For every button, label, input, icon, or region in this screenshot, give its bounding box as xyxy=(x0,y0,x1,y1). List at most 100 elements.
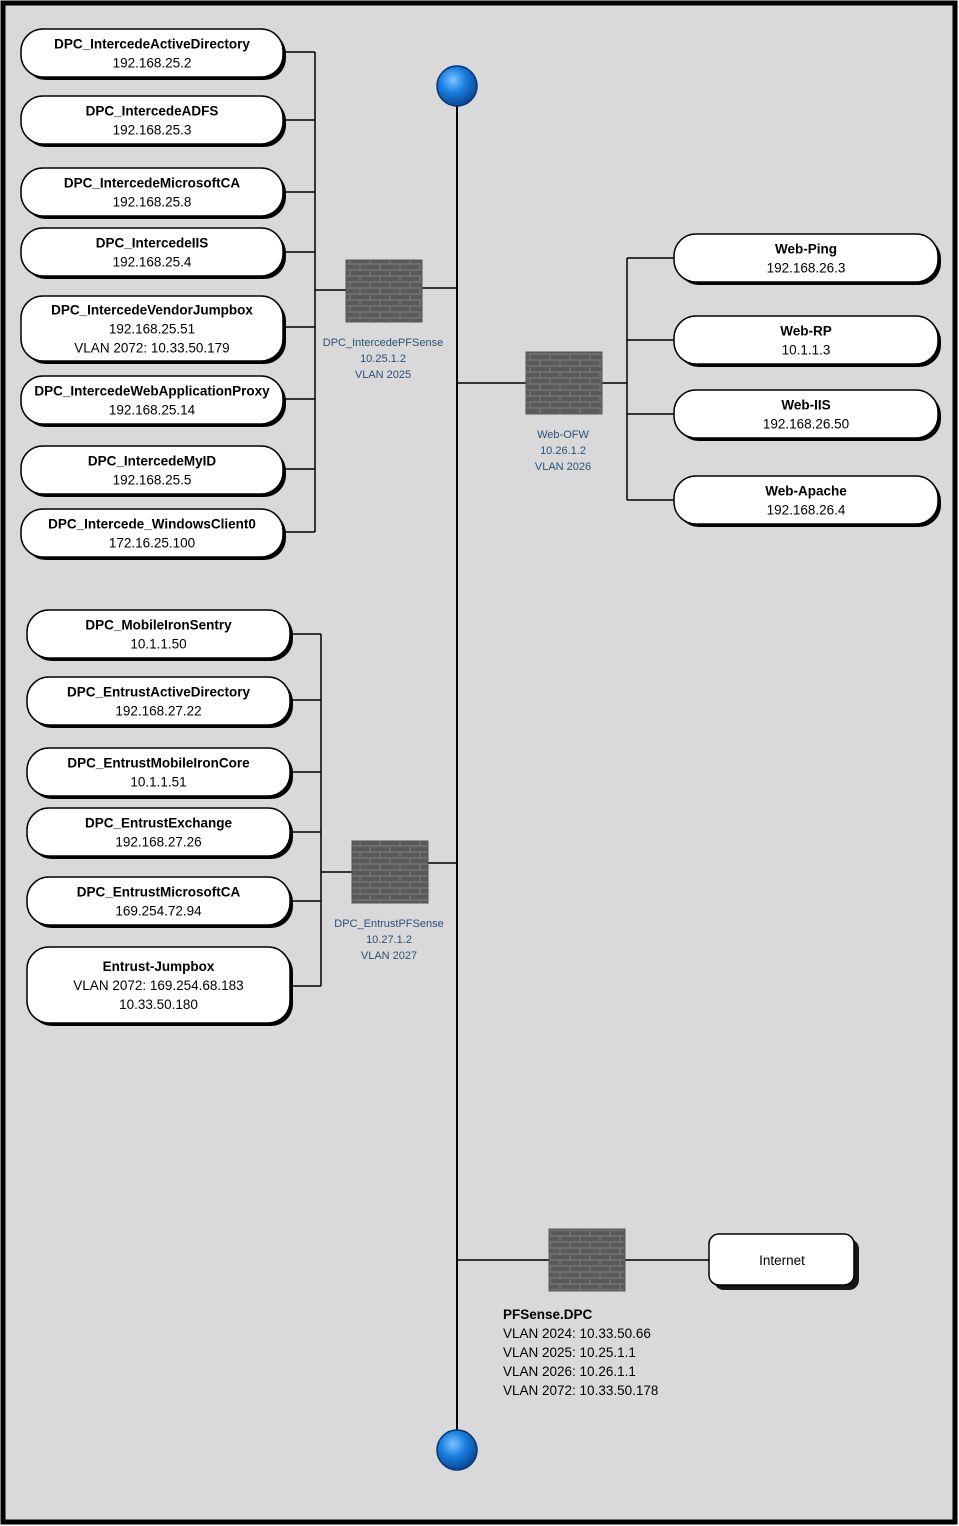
pfsense-line-2: VLAN 2026: 10.26.1.1 xyxy=(503,1364,636,1379)
node-detail: 10.1.1.3 xyxy=(782,343,831,358)
node-name: Web-IIS xyxy=(781,398,830,413)
internet-node-box[interactable] xyxy=(708,1233,855,1286)
firewall-label: 10.26.1.2 xyxy=(540,445,586,457)
firewall-label: VLAN 2026 xyxy=(535,461,591,473)
node-name: DPC_IntercedeMicrosoftCA xyxy=(64,176,241,191)
node-detail: 192.168.25.4 xyxy=(113,255,192,270)
intercede-server-node[interactable]: DPC_Intercede_WindowsClient0 172.16.25.10… xyxy=(20,508,286,560)
node-detail: VLAN 2072: 10.33.50.179 xyxy=(74,341,229,356)
entrust-server-node[interactable]: DPC_EntrustMicrosoftCA 169.254.72.94 xyxy=(26,876,293,928)
pfsense-name: PFSense.DPC xyxy=(503,1307,593,1322)
node-box[interactable] xyxy=(673,389,939,439)
entrust-server-node[interactable]: DPC_EntrustMobileIronCore 10.1.1.51 xyxy=(26,747,293,799)
node-box[interactable] xyxy=(20,295,284,362)
node-box[interactable] xyxy=(20,375,284,425)
node-name: DPC_IntercedeVendorJumpbox xyxy=(51,303,253,318)
node-box[interactable] xyxy=(20,167,284,217)
node-detail: 192.168.25.5 xyxy=(113,473,192,488)
firewall-label: DPC_IntercedePFSense xyxy=(323,337,443,349)
node-name: Entrust-Jumpbox xyxy=(103,959,215,974)
node-box[interactable] xyxy=(20,227,284,277)
intercede-server-node[interactable]: DPC_IntercedeWebApplicationProxy 192.168.… xyxy=(20,375,286,427)
firewall-label: VLAN 2025 xyxy=(355,369,411,381)
node-name: DPC_Intercede_WindowsClient0 xyxy=(48,517,256,532)
internet-label: Internet xyxy=(759,1253,805,1268)
web-server-node[interactable]: Web-Ping 192.168.26.3 xyxy=(673,233,941,285)
node-box[interactable] xyxy=(26,946,291,1024)
node-detail: 192.168.25.8 xyxy=(113,195,192,210)
node-detail: 192.168.25.14 xyxy=(109,403,196,418)
intercede-bus xyxy=(282,51,457,533)
pfsense-line-1: VLAN 2025: 10.25.1.1 xyxy=(503,1345,636,1360)
node-detail: 192.168.27.26 xyxy=(115,835,201,850)
node-box[interactable] xyxy=(20,28,284,78)
node-detail: 10.1.1.50 xyxy=(130,637,186,652)
node-name: DPC_EntrustMicrosoftCA xyxy=(77,885,241,900)
node-box[interactable] xyxy=(20,445,284,495)
node-detail: 192.168.26.4 xyxy=(767,503,846,518)
firewall-icon xyxy=(548,1228,626,1292)
node-name: Web-RP xyxy=(780,324,832,339)
firewall-label: Web-OFW xyxy=(537,429,589,441)
pfsense-line-3: VLAN 2072: 10.33.50.178 xyxy=(503,1383,658,1398)
node-name: Web-Ping xyxy=(775,242,837,257)
node-name: DPC_IntercedeIIS xyxy=(96,236,209,251)
node-box[interactable] xyxy=(26,876,291,926)
intercede-server-node[interactable]: DPC_IntercedeMicrosoftCA 192.168.25.8 xyxy=(20,167,286,219)
node-box[interactable] xyxy=(26,609,291,659)
firewall-label: 10.27.1.2 xyxy=(366,934,412,946)
node-box[interactable] xyxy=(673,315,939,365)
entrust-server-node[interactable]: DPC_EntrustActiveDirectory 192.168.27.22 xyxy=(26,676,293,728)
node-name: DPC_EntrustMobileIronCore xyxy=(67,756,250,771)
entrust-server-node[interactable]: DPC_MobileIronSentry 10.1.1.50 xyxy=(26,609,293,661)
intercede-server-node[interactable]: DPC_IntercedeMyID 192.168.25.5 xyxy=(20,445,286,497)
backbone-bottom-endpoint-icon xyxy=(436,1429,478,1471)
entrust-server-node[interactable]: DPC_EntrustExchange 192.168.27.26 xyxy=(26,807,293,859)
node-name: DPC_EntrustExchange xyxy=(85,816,233,831)
node-detail: 192.168.25.51 xyxy=(109,322,195,337)
node-name: DPC_IntercedeWebApplicationProxy xyxy=(34,384,270,399)
node-box[interactable] xyxy=(673,475,939,525)
node-box[interactable] xyxy=(20,508,284,558)
node-box[interactable] xyxy=(20,95,284,145)
node-detail: 192.168.26.3 xyxy=(767,261,846,276)
node-name: DPC_IntercedeADFS xyxy=(86,104,219,119)
node-name: DPC_IntercedeMyID xyxy=(88,454,217,469)
pfsense-label: PFSense.DPC VLAN 2024: 10.33.50.66 VLAN … xyxy=(503,1307,658,1398)
node-detail: 192.168.27.22 xyxy=(115,704,201,719)
firewall-label: DPC_EntrustPFSense xyxy=(334,918,443,930)
entrust-bus xyxy=(290,633,457,987)
node-name: Web-Apache xyxy=(765,484,847,499)
node-detail: 172.16.25.100 xyxy=(109,536,195,551)
node-box[interactable] xyxy=(26,747,291,797)
web-server-node[interactable]: Web-Apache 192.168.26.4 xyxy=(673,475,941,527)
node-detail: 10.1.1.51 xyxy=(130,775,186,790)
node-detail: VLAN 2072: 169.254.68.183 xyxy=(73,978,243,993)
firewall-label: 10.25.1.2 xyxy=(360,353,406,365)
node-box[interactable] xyxy=(673,233,939,283)
node-detail: 192.168.25.2 xyxy=(113,56,192,71)
backbone-top-endpoint-icon xyxy=(436,65,478,107)
node-detail: 192.168.25.3 xyxy=(113,123,192,138)
node-box[interactable] xyxy=(26,807,291,857)
web-server-node[interactable]: Web-RP 10.1.1.3 xyxy=(673,315,941,367)
firewall-label: VLAN 2027 xyxy=(361,950,417,962)
intercede-server-node[interactable]: DPC_IntercedeActiveDirectory 192.168.25.2 xyxy=(20,28,286,80)
intercede-server-node[interactable]: DPC_IntercedeIIS 192.168.25.4 xyxy=(20,227,286,279)
node-detail: 10.33.50.180 xyxy=(119,997,198,1012)
node-detail: 169.254.72.94 xyxy=(115,904,202,919)
intercede-server-node[interactable]: DPC_IntercedeADFS 192.168.25.3 xyxy=(20,95,286,147)
web-bus xyxy=(457,257,676,501)
node-name: DPC_EntrustActiveDirectory xyxy=(67,685,251,700)
node-name: DPC_MobileIronSentry xyxy=(85,618,232,633)
intercede-server-node[interactable]: DPC_IntercedeVendorJumpbox 192.168.25.51V… xyxy=(20,295,286,364)
node-box[interactable] xyxy=(26,676,291,726)
node-name: DPC_IntercedeActiveDirectory xyxy=(54,37,250,52)
pfsense-line-0: VLAN 2024: 10.33.50.66 xyxy=(503,1326,651,1341)
